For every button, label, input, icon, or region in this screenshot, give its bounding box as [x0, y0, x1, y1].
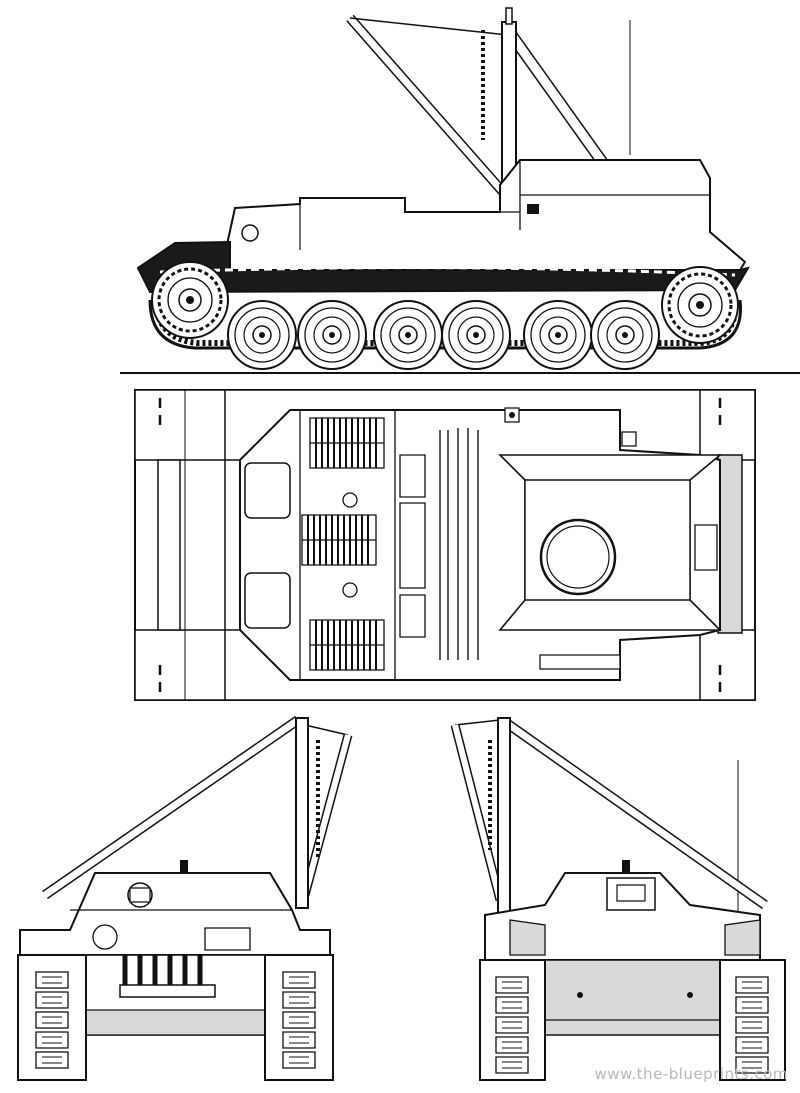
top-view [135, 390, 755, 700]
side-hull [138, 160, 748, 348]
side-view [120, 8, 800, 373]
watermark: www.the-blueprints.com [594, 1065, 788, 1083]
front-view [18, 718, 348, 1080]
rear-view [455, 718, 785, 1080]
